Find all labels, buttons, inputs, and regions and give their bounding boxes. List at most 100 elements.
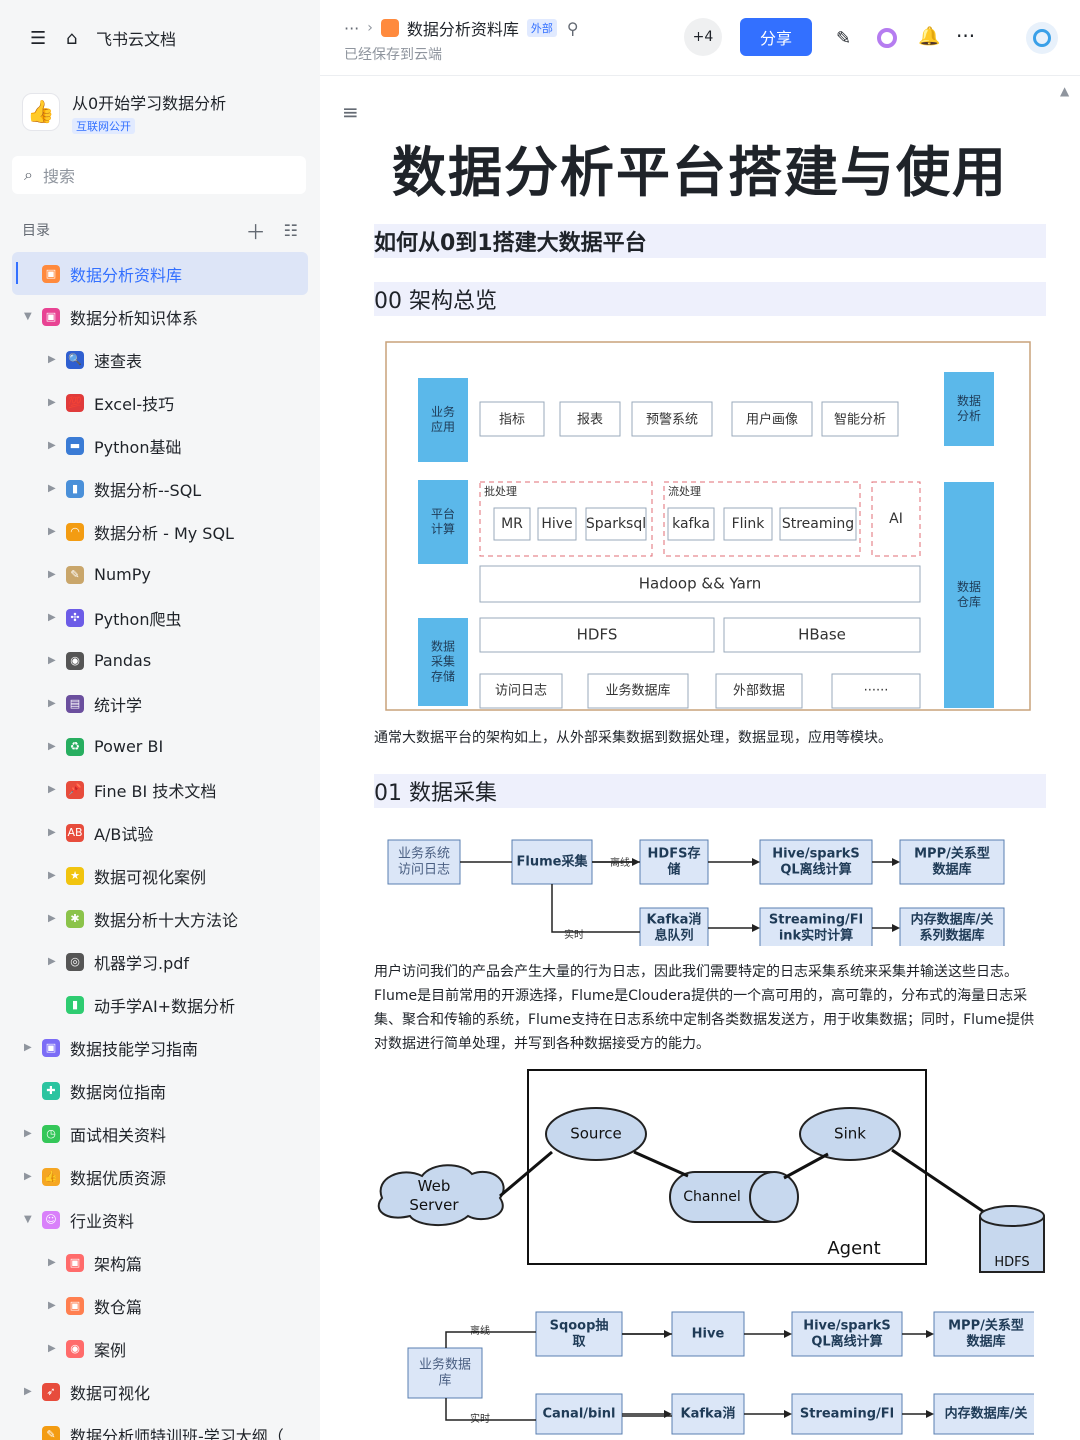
sidebar-item-label: 数据可视化 [70, 1383, 151, 1403]
chevron-right-icon[interactable]: ▶ [48, 1257, 56, 1268]
sidebar-item[interactable]: ▶◎机器学习.pdf [0, 940, 320, 983]
item-icon: ▬ [66, 436, 84, 455]
item-icon: ▣ [66, 1296, 84, 1315]
sidebar-item[interactable]: ▶➶数据可视化 [0, 1370, 320, 1413]
arch-app-label: 预警系统 [646, 412, 698, 428]
user-avatar[interactable] [1026, 22, 1058, 54]
add-icon[interactable]: ＋ [245, 219, 266, 244]
doc-name[interactable]: 数据分析资料库 [406, 20, 519, 39]
sidebar-item[interactable]: ▶✣Python爬虫 [0, 596, 320, 639]
share-button[interactable]: 分享 [740, 18, 812, 56]
sidebar-item[interactable]: ▶👍数据优质资源 [0, 1155, 320, 1198]
sidebar-item[interactable]: ✎数据分析师特训班-学习大纲（... [0, 1413, 320, 1440]
chevron-right-icon[interactable]: ▶ [48, 440, 56, 451]
more-options-icon[interactable]: ··· [956, 24, 976, 48]
flow-top-label: Hive [692, 1327, 725, 1342]
chevron-right-icon[interactable]: ▶ [48, 526, 56, 537]
flume-link [499, 1150, 553, 1198]
arch-left-bar [418, 480, 468, 564]
search-input[interactable]: ⌕ 搜索 [12, 156, 306, 194]
chevron-right-icon[interactable]: ▶ [48, 1343, 56, 1354]
arch-storage-box [479, 617, 715, 653]
flow-source-label: 业务数据 [419, 1356, 471, 1372]
sidebar-item[interactable]: ▣数据分析资料库 [12, 252, 308, 295]
sidebar-item[interactable]: ▼▣数据分析知识体系 [0, 295, 320, 338]
chevron-right-icon[interactable]: ▶ [24, 1386, 32, 1397]
chevron-right-icon[interactable]: ▶ [48, 483, 56, 494]
sidebar-item[interactable]: ▶◠数据分析 - My SQL [0, 510, 320, 553]
chevron-right-icon[interactable]: ▶ [48, 354, 56, 365]
arch-app-box [479, 401, 545, 437]
arch-batch-group [479, 481, 653, 557]
sidebar-item[interactable]: ▶✱数据分析十大方法论 [0, 897, 320, 940]
flow-top-label: 取 [572, 1335, 586, 1350]
chevron-right-icon[interactable]: ▶ [24, 1042, 32, 1053]
item-icon: ✎ [66, 565, 84, 584]
arch-right-label: 仓库 [957, 594, 981, 609]
sidebar-item[interactable]: ▶▬Python基础 [0, 424, 320, 467]
chevron-right-icon[interactable]: ▶ [24, 1128, 32, 1139]
flow-top-label: Hive/sparkS [803, 1318, 891, 1333]
sidebar-item[interactable]: ▶★数据可视化案例 [0, 854, 320, 897]
sidebar-item[interactable]: ▶♻Power BI [0, 725, 320, 768]
chevron-right-icon[interactable]: ▶ [48, 1300, 56, 1311]
sidebar-item[interactable]: ▶📌Fine BI 技术文档 [0, 768, 320, 811]
sidebar-item[interactable]: ▶◷面试相关资料 [0, 1112, 320, 1155]
app-name[interactable]: 飞书云文档 [96, 30, 177, 49]
sidebar-item[interactable]: ▼☺行业资料 [0, 1198, 320, 1241]
chevron-right-icon[interactable]: ▶ [48, 870, 56, 881]
more-icon[interactable]: ··· [344, 18, 360, 38]
sidebar-item[interactable]: ▮动手学AI+数据分析 [0, 983, 320, 1026]
item-icon: ◉ [66, 1339, 84, 1358]
pin-icon[interactable]: ⚲ [566, 18, 579, 38]
sidebar-item[interactable]: ▶▤统计学 [0, 682, 320, 725]
list-icon[interactable]: ☷ [283, 220, 298, 240]
sidebar-item[interactable]: ▶◉案例 [0, 1327, 320, 1370]
external-tag: 外部 [526, 19, 557, 37]
chevron-right-icon[interactable]: ▶ [48, 612, 56, 623]
outline-icon[interactable]: ≡ [342, 100, 359, 124]
edit-icon[interactable]: ✎ [836, 28, 852, 49]
heading-1-text: 如何从0到1搭建大数据平台 [374, 231, 647, 256]
chevron-right-icon[interactable]: ▶ [48, 741, 56, 752]
chevron-right-icon[interactable]: ▶ [48, 956, 56, 967]
arch-left-bar [418, 618, 468, 706]
collapse-sidebar-icon[interactable]: ☰ [30, 27, 47, 49]
chevron-down-icon[interactable]: ▼ [24, 311, 32, 322]
sidebar-item[interactable]: ▶▮数据分析--SQL [0, 467, 320, 510]
chevron-down-icon[interactable]: ▼ [24, 1214, 32, 1225]
chevron-right-icon[interactable]: ▶ [48, 827, 56, 838]
sidebar-item[interactable]: ▶▣数据技能学习指南 [0, 1026, 320, 1069]
bell-icon[interactable]: 🔔 [918, 26, 941, 47]
sidebar-item[interactable]: ▶✎NumPy [0, 553, 320, 596]
scroll-up-icon[interactable]: ▲ [1060, 84, 1070, 98]
arch-app-box [821, 401, 899, 437]
chevron-right-icon[interactable]: ▶ [48, 784, 56, 795]
chevron-right-icon[interactable]: ▶ [24, 1171, 32, 1182]
sidebar-item[interactable]: ▶💯Excel-技巧 [0, 381, 320, 424]
flume-channel-label: Channel [683, 1189, 740, 1205]
item-icon: ▮ [66, 479, 84, 498]
chevron-right-icon[interactable]: ▶ [48, 698, 56, 709]
flume-link [891, 1148, 985, 1214]
sidebar-item[interactable]: ▶🔍速查表 [0, 338, 320, 381]
collaborators-count[interactable]: +4 [684, 18, 722, 56]
sidebar-item-label: 数据分析知识体系 [70, 308, 199, 328]
chevron-right-icon[interactable]: ▶ [48, 397, 56, 408]
flow-top-label: MPP/关系型 [948, 1317, 1024, 1333]
sidebar-item[interactable]: ✚数据岗位指南 [0, 1069, 320, 1112]
sidebar-item[interactable]: ▶◉Pandas [0, 639, 320, 682]
sidebar-item[interactable]: ▶▣数仓篇 [0, 1284, 320, 1327]
ai-assistant-icon[interactable] [877, 28, 897, 48]
chevron-right-icon[interactable]: ▶ [48, 655, 56, 666]
arch-source-label: 访问日志 [495, 684, 547, 699]
home-icon[interactable]: ⌂ [66, 27, 78, 49]
doc-header: ··· › 数据分析资料库 外部 ⚲ 已经保存到云端 +4 分享 ✎ 🔔 ··· [320, 0, 1080, 76]
chevron-right-icon[interactable]: ▶ [48, 913, 56, 924]
chevron-right-icon[interactable]: ▶ [48, 569, 56, 580]
sidebar-item[interactable]: ▶▣架构篇 [0, 1241, 320, 1284]
flow-arrowhead [664, 1410, 672, 1418]
space-card[interactable]: 👍 从0开始学习数据分析 互联网公开 [22, 84, 306, 140]
item-icon: ✎ [42, 1425, 60, 1440]
